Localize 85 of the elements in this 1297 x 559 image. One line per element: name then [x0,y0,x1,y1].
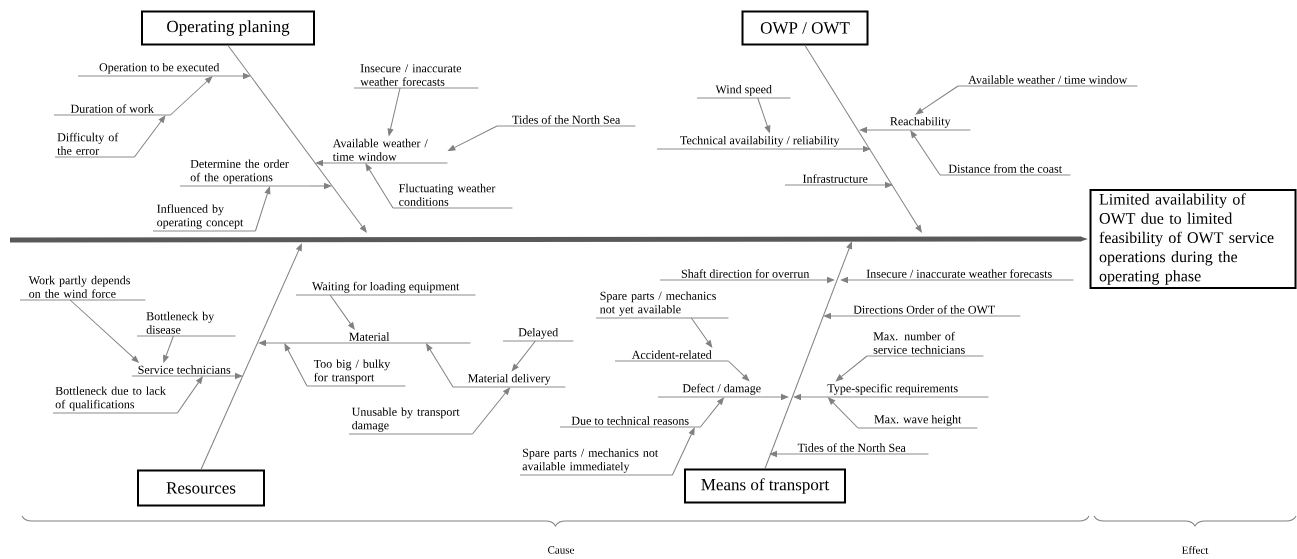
category-box: Means of transport [684,468,846,504]
underlined-label: Tides of the North Sea [496,115,636,127]
arrow [793,394,802,400]
underlined-label: Directions Order of the OWT [827,305,1021,317]
underlined-label: Material delivery [452,373,566,388]
arrow [690,317,713,348]
underlined-label: Technical availability / reliability [656,135,863,150]
underlined-label: Available weather / time window [329,138,448,164]
effect-box: Limited availability of OWT due to limited feasibility of OWT service operations during the operating phase [1089,188,1297,290]
underlined-label: Determine the order of the operations [179,159,309,187]
arrow [329,294,355,330]
underlined-label: Service technicians [131,365,237,377]
arrow [200,243,302,470]
brace-label: Effect [1182,546,1209,554]
arrow [315,160,331,166]
arrow [699,397,724,428]
arrow [234,373,243,379]
underlined-label: Type-specific requirements [796,383,989,398]
arrow [284,343,308,387]
underlined-label: Operation to be executed [77,62,241,77]
arrow [448,125,498,151]
underlined-label: Due to technical reasons [559,416,701,428]
arrow [426,343,454,388]
underlined-label: Insecure / inaccurate weather forecasts [353,64,479,89]
underlined-label: Too big / bulky for transport [306,359,406,387]
arrow [764,241,853,469]
category-box: OWP / OWT [741,10,869,46]
arrow [780,394,789,400]
arrow [239,73,251,79]
underlined-label: Spare parts / mechanics not available immediately [519,448,673,476]
arrow [176,376,203,414]
underlined-label: Fluctuating weather conditions [392,183,513,209]
underlined-label: Bottleneck due to lack of qualifications [52,386,178,414]
arrow [169,76,213,116]
arrow [910,130,941,176]
underlined-label: Insecure / inaccurate weather forecasts [844,269,1074,281]
arrow [471,387,510,435]
underlined-label: Bottleneck by disease [136,311,236,337]
arrow [227,45,367,233]
category-box: Operating planing [141,10,315,46]
arrow [859,127,871,133]
brace-label: Cause [548,546,575,554]
underlined-label: Wind speed [696,84,791,99]
arrow [915,85,959,115]
underlined-label: Defect / damage [657,383,786,398]
arrow [861,146,871,152]
arrow [133,115,166,158]
arrow [258,340,269,346]
arrow [163,335,174,363]
arrow [769,451,778,457]
arrow [757,97,771,133]
arrow [69,299,139,363]
underlined-label: Waiting for loading equipment [295,281,476,296]
arrow [828,397,859,429]
underlined-label: Tides of the North Sea [774,443,929,455]
arrow [727,360,750,382]
arrow [307,183,332,189]
underlined-label: Available weather / time window [957,75,1138,87]
underlined-label: Max. wave height [857,414,978,429]
arrow [840,277,849,283]
underlined-label: Accident-related [614,350,729,362]
underlined-label: Distance from the coast [939,164,1071,176]
arrow [671,427,695,476]
underlined-label: Spare parts / mechanics not yet available [595,291,729,319]
underlined-label: Difficulty of the error [54,132,135,158]
underlined-label: Infrastructure [784,174,886,186]
arrow [884,182,893,188]
underlined-label: Delayed [502,327,574,342]
underlined-label: Duration of work [53,104,171,116]
arrow [826,277,835,283]
arrow [511,340,536,372]
underlined-label: Work partly depends on the wind force [19,275,146,301]
arrow [804,45,922,233]
arrow [835,355,868,382]
underlined-label: Unusable by transport damage [348,407,473,435]
underlined-label: Max. number of service technicians [866,331,984,357]
arrow [254,186,271,232]
arrow [823,313,832,319]
underlined-label: Influenced by operating concept [152,204,256,232]
category-box: Resources [137,469,265,507]
underlined-label: Material [267,332,471,344]
underlined-label: Shaft direction for overrun [659,269,831,281]
underlined-label: Reachability [869,116,971,131]
arrow [387,87,401,136]
arrow [365,163,394,209]
